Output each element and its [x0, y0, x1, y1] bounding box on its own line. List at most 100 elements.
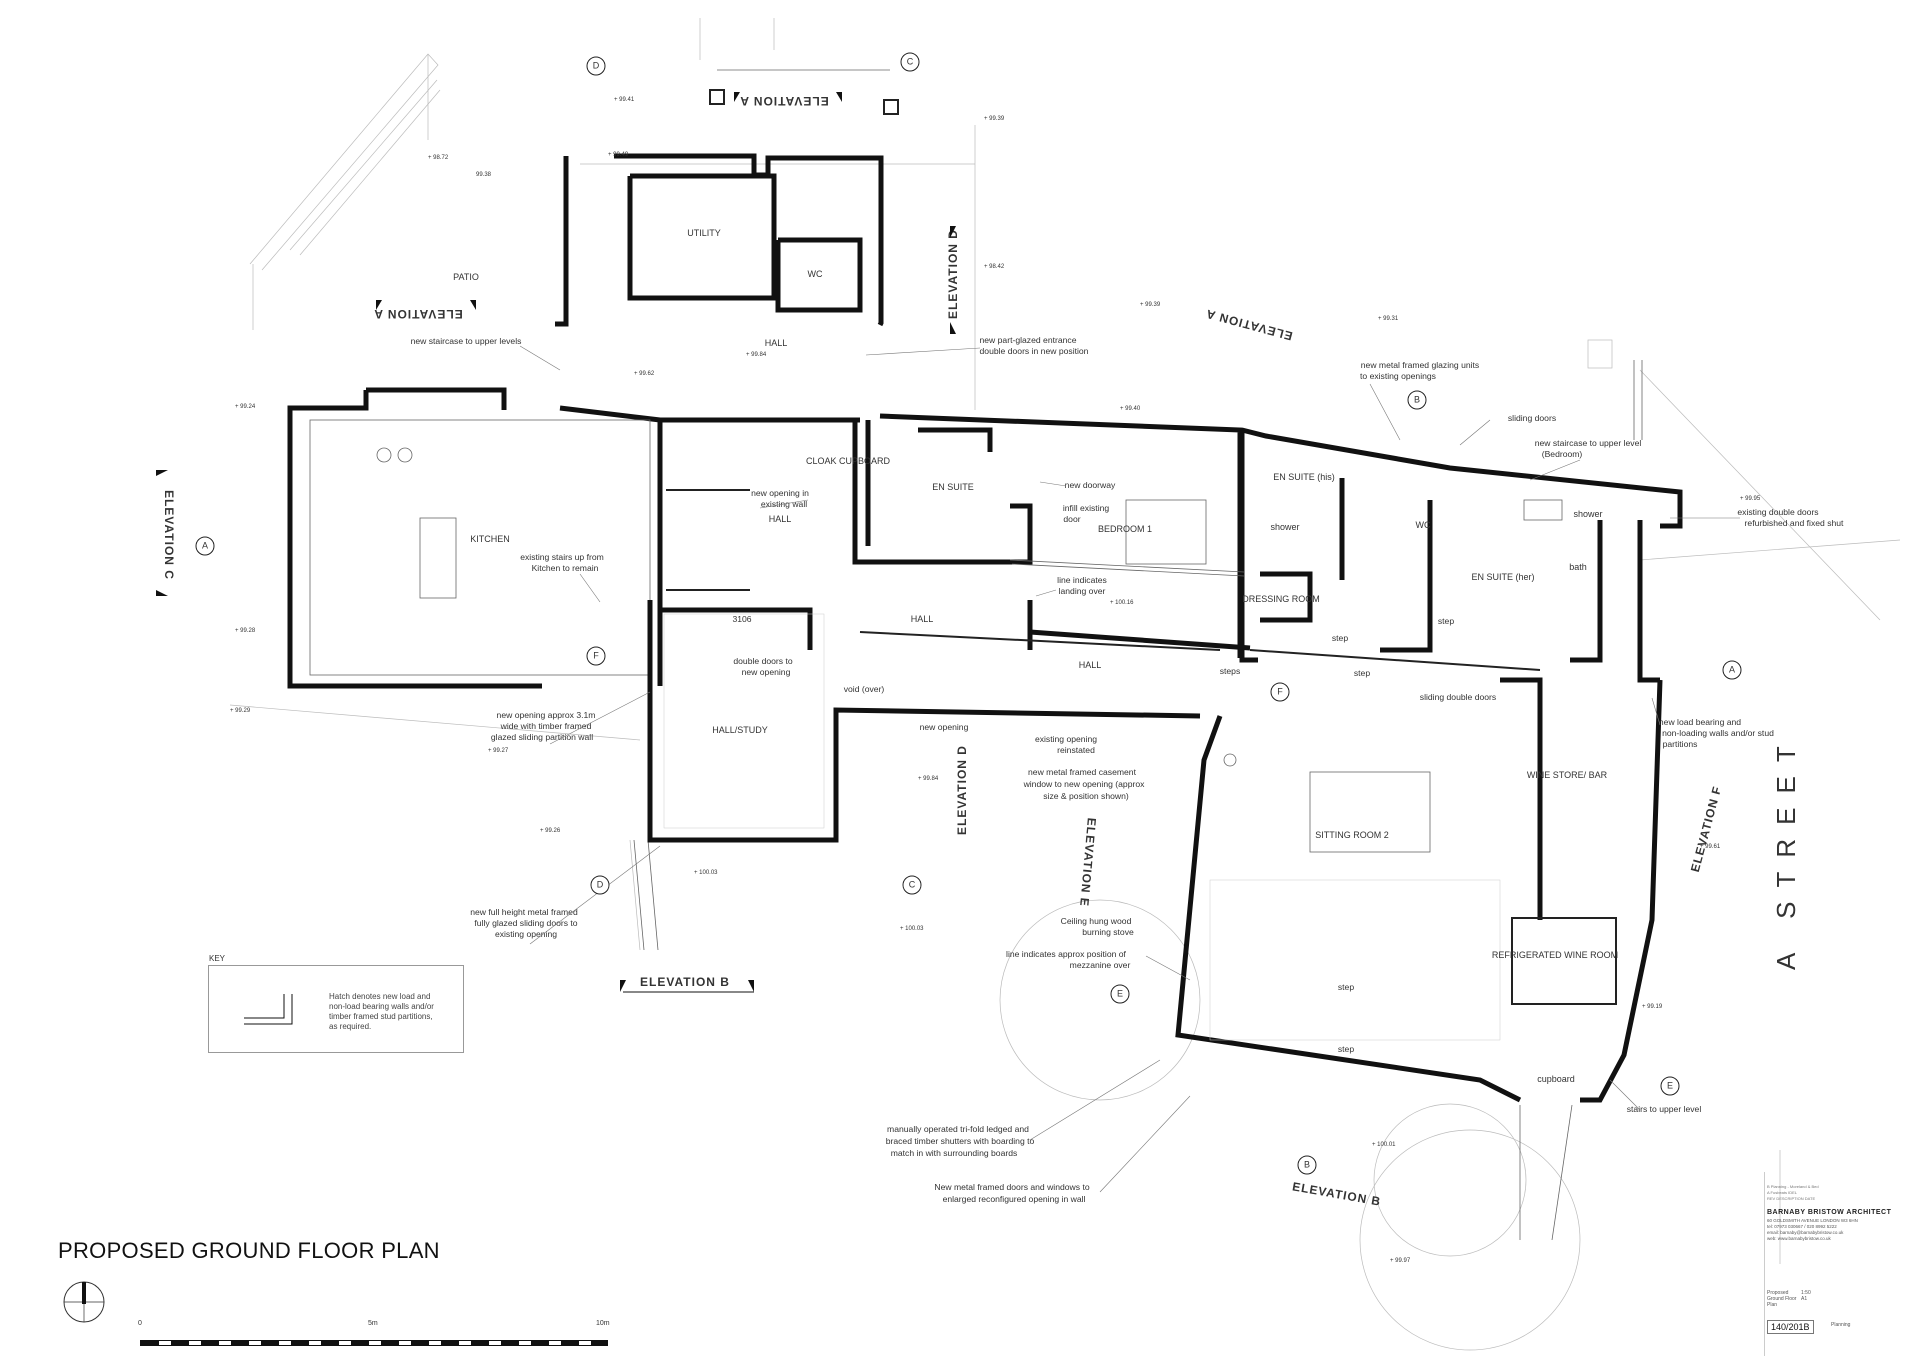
level-label: + 100.03	[694, 870, 718, 876]
note-double-doors-line2: new opening	[742, 667, 791, 677]
level-label: + 99.19	[1642, 1004, 1663, 1010]
scale-mid-label: 5m	[368, 1320, 378, 1327]
note-step-3: step	[1438, 616, 1454, 626]
key-panel: KEY Hatch denotes new load and non-load …	[208, 954, 464, 1053]
elevation-d-mid: ELEVATION D	[955, 745, 969, 835]
svg-text:C: C	[907, 56, 914, 66]
section-marker-f2: F	[1270, 682, 1290, 702]
room-label-bedroom-1: BEDROOM 1	[1098, 524, 1152, 534]
key-text-line: timber framed stud partitions,	[329, 1012, 433, 1021]
note-shutters-line3: match in with surrounding boards	[891, 1148, 1018, 1158]
address-line: tel: 07973 030667 / 020 8992 5222	[1767, 1224, 1837, 1229]
level-label: + 99.40	[1120, 406, 1141, 412]
title-block: B Planning - Moreland & Bed A Fusbeats I…	[1764, 1172, 1903, 1356]
note-new-staircase: new staircase to upper levels	[411, 336, 522, 346]
note-mezzanine-line1: line indicates approx position of	[1006, 949, 1127, 959]
scale-end-label: 10m	[596, 1320, 610, 1327]
address-line: web: www.barnabybristow.co.uk	[1767, 1236, 1831, 1241]
section-marker-b2: B	[1297, 1155, 1317, 1175]
elevation-b-right: ELEVATION B	[1291, 1179, 1382, 1208]
scale-bar-graphic	[140, 1340, 608, 1346]
svg-text:E: E	[1117, 988, 1123, 998]
note-infill-door-line2: door	[1063, 514, 1080, 524]
level-label: + 99.39	[1140, 302, 1161, 308]
note-casement-line2: window to new opening (approx	[1023, 779, 1146, 789]
drawing-name: Proposed Ground Floor Plan	[1767, 1290, 1796, 1308]
svg-text:B: B	[1414, 394, 1420, 404]
svg-text:F: F	[593, 650, 599, 660]
svg-text:D: D	[593, 60, 600, 70]
note-mezzanine-line2: mezzanine over	[1070, 960, 1131, 970]
elevation-b-left: ELEVATION B	[640, 975, 730, 989]
note-sliding-doors-full-line1: new full height metal framed	[470, 907, 578, 917]
note-step-5: step	[1338, 1044, 1354, 1054]
svg-text:E: E	[1667, 1080, 1673, 1090]
room-labels: UTILITY WC PATIO HALL KITCHEN CLOAK CUPB…	[453, 228, 1618, 1084]
note-step-4: step	[1338, 982, 1354, 992]
note-stove-line2: burning stove	[1082, 927, 1134, 937]
level-label: + 99.84	[746, 352, 767, 358]
note-stairs-upper: stairs to upper level	[1627, 1104, 1702, 1114]
section-marker-d1: D	[586, 56, 606, 76]
note-existing-double-doors-line1: existing double doors	[1737, 507, 1818, 517]
note-new-opening-31-line1: new opening approx 3.1m	[497, 710, 596, 720]
drawing-title: PROPOSED GROUND FLOOR PLAN	[58, 1238, 440, 1263]
level-label: + 98.72	[428, 155, 449, 161]
note-sliding-doors: sliding doors	[1508, 413, 1556, 423]
note-sliding-doors-full-line2: fully glazed sliding doors to	[474, 918, 577, 928]
note-new-opening-31-line2: wide with timber framed	[500, 721, 592, 731]
note-stove-line1: Ceiling hung wood	[1061, 916, 1132, 926]
room-label-kitchen: KITCHEN	[470, 534, 510, 544]
drawing-scale: 1:50 A1	[1801, 1290, 1811, 1302]
level-label: + 99.28	[235, 628, 256, 634]
level-label: + 99.27	[488, 748, 509, 754]
svg-text:B: B	[1304, 1159, 1310, 1169]
section-marker-e1: E	[1110, 984, 1130, 1004]
level-label: + 99.84	[918, 776, 939, 782]
scale-value: 1:50	[1801, 1290, 1811, 1296]
note-existing-stairs-line1: existing stairs up from	[520, 552, 604, 562]
level-label: + 99.41	[614, 97, 635, 103]
note-staircase-upper-line1: new staircase to upper level	[1535, 438, 1642, 448]
note-reinstated-line1: existing opening	[1035, 734, 1097, 744]
paper-size: A1	[1801, 1296, 1808, 1302]
room-label-bath: bath	[1569, 562, 1587, 572]
site-context	[229, 18, 1901, 1351]
room-label-hall-east: HALL	[1079, 660, 1102, 670]
level-label: + 99.31	[1378, 316, 1399, 322]
scale-bar: 0 5m 10m	[136, 1320, 610, 1350]
elevation-d-top: ELEVATION D	[946, 229, 960, 319]
note-shutters-line1: manually operated tri-fold ledged and	[887, 1124, 1029, 1134]
note-steps: steps	[1220, 666, 1241, 676]
address-line: email: barnaby@barnabybristow.co.uk	[1767, 1230, 1844, 1235]
room-label-wine-store: WINE STORE/ BAR	[1527, 770, 1608, 780]
note-reinstated-line2: reinstated	[1057, 745, 1095, 755]
note-casement-line3: size & position shown)	[1043, 791, 1129, 801]
room-label-wc: WC	[808, 269, 823, 279]
level-label: + 99.61	[1700, 844, 1721, 850]
scale-start-label: 0	[138, 1320, 142, 1327]
annotation-notes: new staircase to upper levels new part-g…	[411, 335, 1844, 1204]
svg-text:A: A	[1729, 664, 1735, 674]
note-new-opening-wall-line1: new opening in	[751, 488, 809, 498]
section-marker-b1: B	[1407, 390, 1427, 410]
revision-table: B Planning - Moreland & Bed A Fusbeats I…	[1767, 1184, 1819, 1202]
room-label-hall-central: HALL	[769, 514, 792, 524]
dimension-3106: 3106	[732, 614, 751, 624]
level-label: + 99.97	[1390, 1258, 1411, 1264]
section-marker-d2: D	[590, 875, 610, 895]
room-label-sitting-room-2: SITTING ROOM 2	[1315, 830, 1389, 840]
note-landing-line1: line indicates	[1057, 575, 1107, 585]
level-label: 99.38	[476, 172, 492, 178]
room-label-shower-1: shower	[1270, 522, 1299, 532]
note-load-bearing-line3: partitions	[1663, 739, 1698, 749]
note-part-glazed-line2: double doors in new position	[980, 346, 1089, 356]
room-label-cupboard: cupboard	[1537, 1074, 1575, 1084]
note-shutters-line2: braced timber shutters with boarding to	[886, 1136, 1035, 1146]
section-marker-c1: C	[900, 52, 920, 72]
level-label: + 99.95	[1740, 496, 1761, 502]
hatch-wall-symbol-icon	[244, 994, 293, 1025]
leader-lines	[519, 345, 1740, 1193]
key-text-line: Hatch denotes new load and	[329, 992, 431, 1001]
svg-text:D: D	[597, 879, 604, 889]
